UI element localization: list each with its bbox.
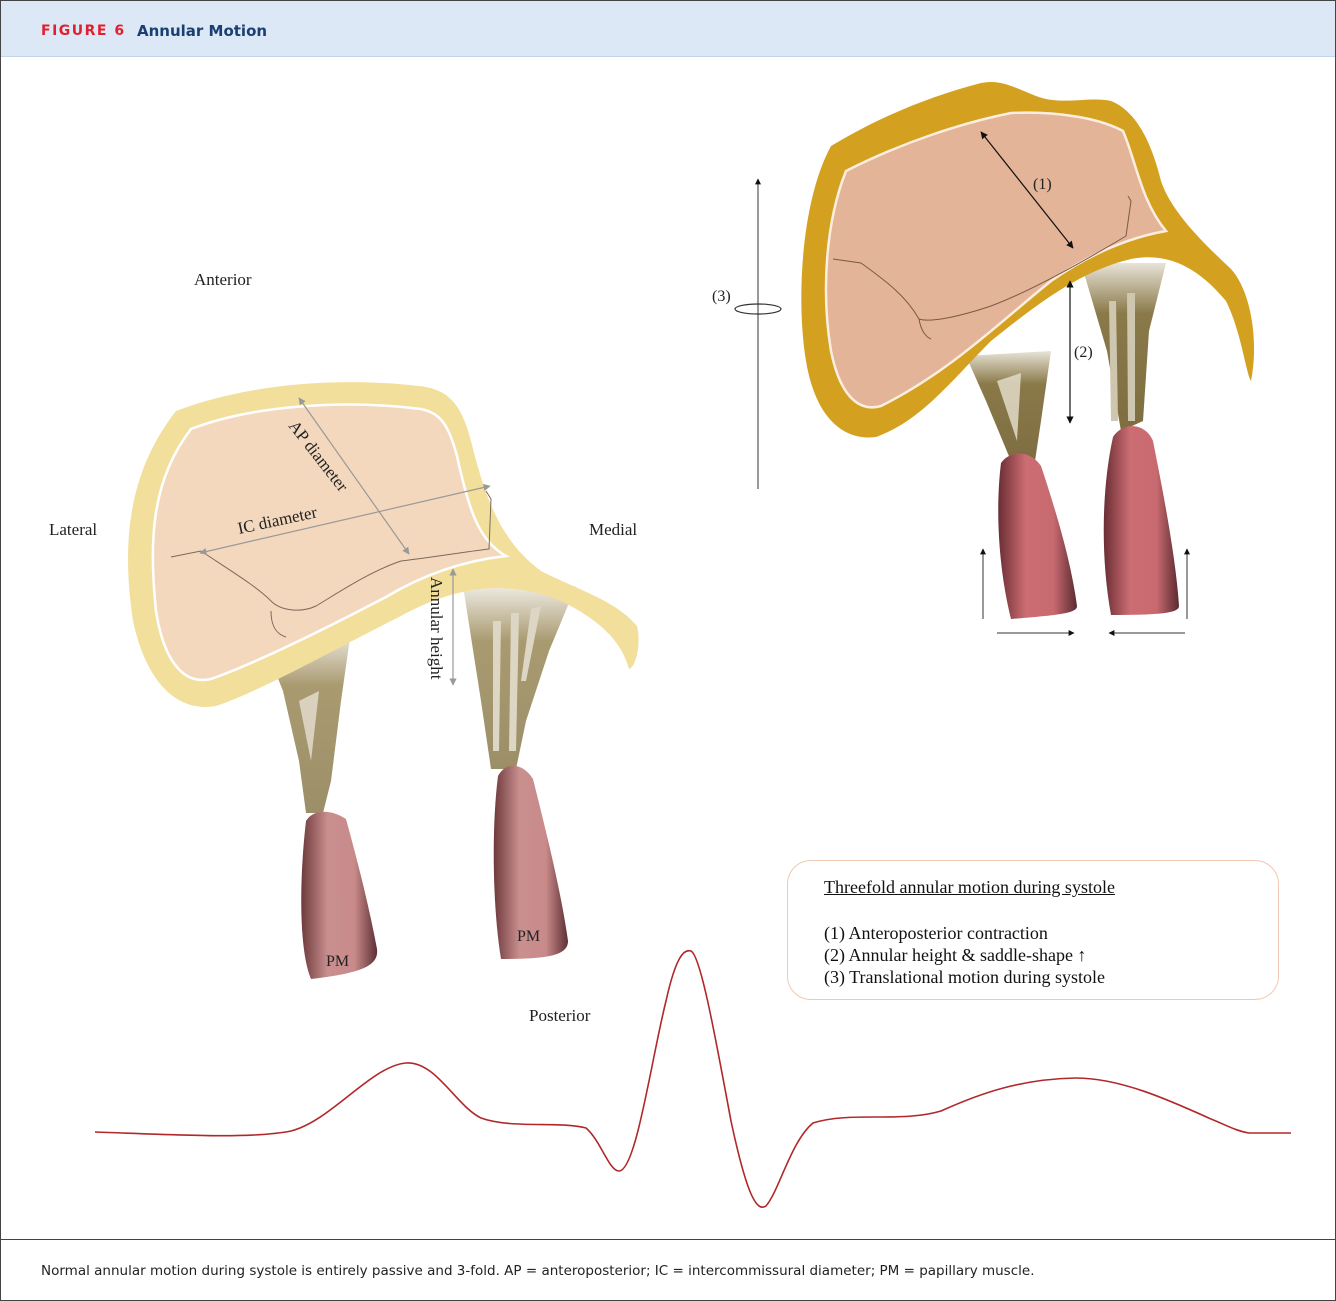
legend-title: Threefold annular motion during systole xyxy=(824,877,1115,898)
legend-box: Threefold annular motion during systole … xyxy=(787,860,1279,1000)
caption-divider xyxy=(1,1239,1335,1240)
figure-header: FIGURE 6 Annular Motion xyxy=(1,1,1335,57)
legend-item: (2) Annular height & saddle-shape ↑ xyxy=(824,945,1086,966)
annular-height-label: Annular height xyxy=(427,577,446,680)
medial-label: Medial xyxy=(589,520,637,539)
lateral-label: Lateral xyxy=(49,520,97,539)
right-annulus: (3) (1) (2) xyxy=(712,82,1254,633)
figure-caption: Normal annular motion during systole is … xyxy=(41,1263,1035,1279)
marker-3-label: (3) xyxy=(712,288,731,305)
pm-label-right: PM xyxy=(517,928,540,945)
posterior-label: Posterior xyxy=(529,1006,591,1025)
figure-number: FIGURE 6 xyxy=(41,23,126,39)
papillary-muscle-right-medial xyxy=(1104,426,1179,615)
marker-1-label: (1) xyxy=(1033,176,1052,193)
figure-title: Annular Motion xyxy=(137,22,267,40)
papillary-muscle-right-lateral xyxy=(998,454,1077,619)
legend-item: (3) Translational motion during systole xyxy=(824,967,1105,988)
marker-2-label: (2) xyxy=(1074,344,1093,361)
pm-label-left: PM xyxy=(326,953,349,970)
legend-item: (1) Anteroposterior contraction xyxy=(824,923,1048,944)
left-annulus: AP diameter IC diameter Annular height P… xyxy=(128,382,639,979)
annulus-diagram: AP diameter IC diameter Annular height P… xyxy=(1,57,1335,1237)
diagram-area: AP diameter IC diameter Annular height P… xyxy=(1,57,1335,1237)
anterior-label: Anterior xyxy=(194,270,252,289)
